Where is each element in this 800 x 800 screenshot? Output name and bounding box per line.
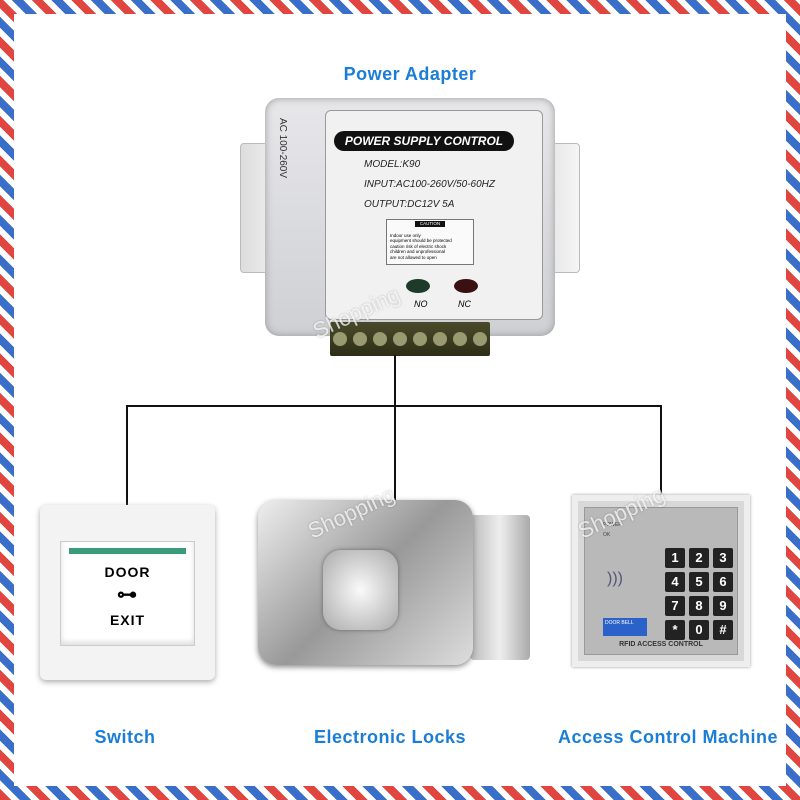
key-5: 5 [689, 572, 709, 592]
key-8: 8 [689, 596, 709, 616]
caution-line: caution risk of electric shock [390, 243, 447, 249]
rfid-wave-icon: ))) [607, 570, 623, 587]
adapter-body: AC 100-260V POWER SUPPLY CONTROL MODEL:K… [265, 98, 555, 336]
key-2: 2 [689, 548, 709, 568]
key-6: 6 [713, 572, 733, 592]
adapter-label-panel: POWER SUPPLY CONTROL MODEL:K90 INPUT:AC1… [325, 110, 543, 320]
led-nc-label: NC [458, 299, 471, 309]
key-1: 1 [665, 548, 685, 568]
led-no-icon [406, 279, 430, 293]
model-text: MODEL:K90 [364, 159, 421, 170]
terminal-block [330, 322, 490, 356]
voltage-side-text: AC 100-260V [277, 118, 288, 179]
keypad-keys: 1 2 3 4 5 6 7 8 9 * 0 # [665, 548, 733, 640]
power-adapter-label: Power Adapter [343, 64, 477, 84]
led-no-label: NO [414, 299, 428, 309]
keypad-brand: RFID ACCESS CONTROL [619, 641, 703, 648]
adapter-title: POWER SUPPLY CONTROL [334, 131, 514, 151]
key-7: 7 [665, 596, 685, 616]
power-indicator: POWER [603, 522, 622, 528]
ok-indicator: OK [603, 532, 611, 538]
input-text: INPUT:AC100-260V/50-60HZ [364, 179, 495, 190]
power-adapter: AC 100-260V POWER SUPPLY CONTROL MODEL:K… [240, 98, 580, 336]
wire-trunk [394, 355, 396, 407]
led-nc-icon [454, 279, 478, 293]
lock-bolt [470, 515, 530, 660]
access-control-keypad: POWER OK ))) DOOR BELL 1 2 3 4 5 6 7 8 9… [572, 495, 750, 667]
electronic-locks-label: Electronic Locks [313, 727, 467, 747]
caution-line: are not allowed to open [390, 254, 437, 260]
caution-title: CAUTION [415, 221, 445, 227]
door-text: DOOR [104, 564, 151, 580]
key-hash: # [713, 620, 733, 640]
doorbell-button: DOOR BELL [603, 618, 647, 636]
key-9: 9 [713, 596, 733, 616]
output-text: OUTPUT:DC12V 5A [364, 199, 455, 210]
key-3: 3 [713, 548, 733, 568]
switch-label: Switch [94, 727, 156, 747]
lock-knob [323, 550, 398, 630]
wire-keypad [660, 405, 662, 497]
exit-switch: DOOR ⊶ EXIT [40, 505, 215, 680]
caution-label: CAUTION Indoor use only equipment should… [386, 219, 474, 265]
key-icon: ⊶ [117, 584, 138, 606]
wire-lock [394, 405, 396, 503]
exit-button: DOOR ⊶ EXIT [60, 541, 195, 646]
caution-line: Indoor use only [390, 232, 421, 238]
caution-line: children and unprofessional [390, 249, 446, 254]
key-0: 0 [689, 620, 709, 640]
wire-switch [126, 405, 128, 505]
key-star: * [665, 620, 685, 640]
key-4: 4 [665, 572, 685, 592]
exit-text: EXIT [109, 612, 146, 628]
caution-line: equipment should be protected [390, 238, 452, 243]
access-control-label: Access Control Machine [557, 727, 779, 747]
